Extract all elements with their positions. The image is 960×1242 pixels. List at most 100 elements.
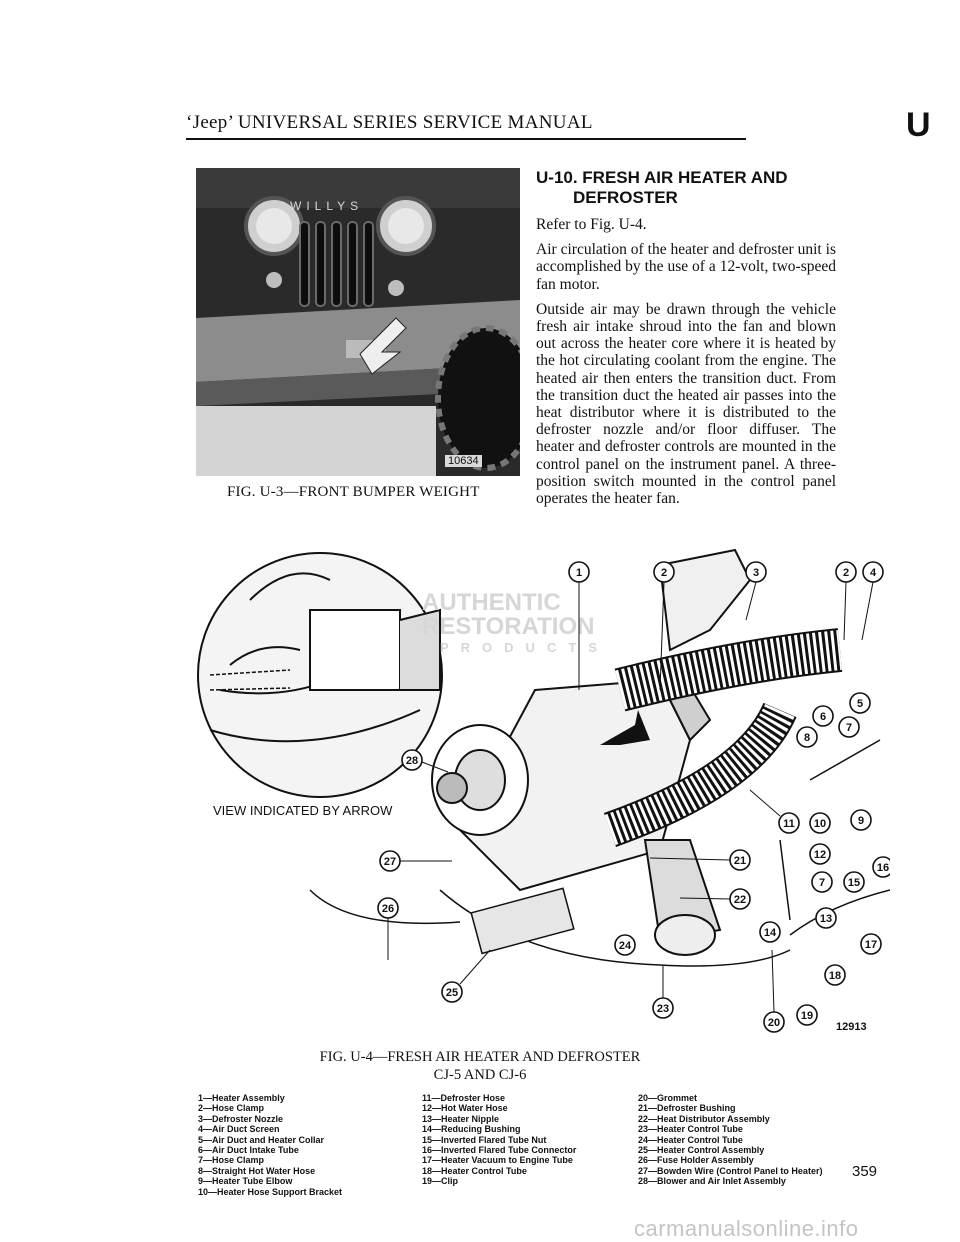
caption-line-1: FIG. U-4—FRESH AIR HEATER AND DEFROSTER <box>319 1049 641 1065</box>
legend-item: 16—Inverted Flared Tube Connector <box>422 1145 577 1156</box>
svg-text:13: 13 <box>820 913 832 925</box>
site-watermark: carmanualsonline.info <box>634 1216 859 1241</box>
svg-text:23: 23 <box>657 1003 669 1015</box>
callout-15: 15 <box>843 871 865 893</box>
legend-item: 1—Heater Assembly <box>198 1093 285 1103</box>
legend-item: 14—Reducing Bushing <box>422 1124 521 1135</box>
callout-22: 22 <box>679 888 751 910</box>
callout-14: 14 <box>759 921 781 943</box>
callout-11: 11 <box>749 789 800 834</box>
callout-6: 6 <box>812 705 834 727</box>
watermark-authentic: AUTHENTIC <box>422 589 561 616</box>
callout-26: 26 <box>377 897 399 960</box>
legend-item: 25—Heater Control Assembly <box>638 1145 765 1156</box>
svg-text:2: 2 <box>661 567 667 579</box>
legend-item: 9—Heater Tube Elbow <box>198 1176 293 1187</box>
svg-text:5: 5 <box>857 698 863 710</box>
callout-23: 23 <box>652 966 674 1019</box>
callout-8: 8 <box>796 726 818 748</box>
callout-16: 16 <box>872 856 894 878</box>
callout-28: 28 <box>401 749 449 773</box>
callout-27: 27 <box>379 850 452 872</box>
callout-4: 4 <box>861 561 884 641</box>
callout-9: 9 <box>850 809 872 831</box>
callout-3: 3 <box>745 561 767 621</box>
svg-text:19: 19 <box>801 1010 813 1022</box>
callout-18: 18 <box>824 964 846 986</box>
inset-label: VIEW INDICATED BY ARROW <box>213 803 393 818</box>
callouts: 1 2 3 2 4 5 6 7 8 9 10 11 12 7 13 14 15 … <box>377 561 894 1033</box>
legend-item: 4—Air Duct Screen <box>198 1124 280 1135</box>
svg-text:4: 4 <box>870 567 877 579</box>
svg-text:16: 16 <box>877 862 889 874</box>
callout-5: 5 <box>849 692 871 714</box>
svg-text:7: 7 <box>846 722 852 734</box>
svg-text:10: 10 <box>814 818 826 830</box>
callout-1: 1 <box>568 561 590 690</box>
figure-u3-caption: FIG. U-3—FRONT BUMPER WEIGHT <box>227 484 480 500</box>
exploded-view: AUTHENTIC RESTORATION PRODUCTS <box>197 548 894 1033</box>
svg-text:8: 8 <box>804 732 810 744</box>
legend-item: 13—Heater Nipple <box>422 1113 500 1124</box>
svg-text:15: 15 <box>848 877 860 889</box>
svg-text:6: 6 <box>820 711 826 723</box>
paragraph: Refer to Fig. U-4. <box>536 216 647 233</box>
svg-text:9: 9 <box>858 815 864 827</box>
legend-item: 8—Straight Hot Water Hose <box>198 1165 316 1176</box>
svg-text:11: 11 <box>783 818 795 830</box>
svg-text:27: 27 <box>384 856 396 868</box>
running-title: ‘Jeep’ UNIVERSAL SERIES SERVICE MANUAL <box>186 112 593 133</box>
svg-text:12: 12 <box>814 849 826 861</box>
svg-text:3: 3 <box>753 567 759 579</box>
callout-25: 25 <box>441 949 491 1003</box>
legend-item: 23—Heater Control Tube <box>638 1124 743 1135</box>
callout-12: 12 <box>809 843 831 865</box>
legend-item: 15—Inverted Flared Tube Nut <box>422 1134 547 1145</box>
callout-20: 20 <box>763 949 785 1033</box>
caption-line-2: CJ-5 AND CJ-6 <box>433 1067 527 1083</box>
legend-item: 3—Defroster Nozzle <box>198 1113 284 1124</box>
figure-number: 12913 <box>836 1021 867 1033</box>
callout-7: 7 <box>838 716 860 738</box>
svg-text:21: 21 <box>734 855 746 867</box>
heading-line-1: U-10. FRESH AIR HEATER AND <box>536 168 788 187</box>
svg-text:18: 18 <box>829 970 841 982</box>
legend-item: 11—Defroster Hose <box>422 1093 506 1103</box>
svg-text:20: 20 <box>768 1017 780 1029</box>
callout-2: 2 <box>653 561 675 691</box>
legend-item: 6—Air Duct Intake Tube <box>198 1145 299 1156</box>
legend-item: 19—Clip <box>422 1176 459 1187</box>
callout-19: 19 <box>796 1004 818 1026</box>
section-u10: U-10. FRESH AIR HEATER AND DEFROSTER Ref… <box>536 168 836 507</box>
svg-text:14: 14 <box>764 927 777 939</box>
svg-text:28: 28 <box>406 755 418 767</box>
watermark-restoration: RESTORATION <box>422 613 594 640</box>
heading-line-2: DEFROSTER <box>573 188 678 207</box>
callout-13: 13 <box>815 907 837 929</box>
svg-text:26: 26 <box>382 903 394 915</box>
page-header: ‘Jeep’ UNIVERSAL SERIES SERVICE MANUAL U <box>186 106 931 144</box>
heater-defroster-diagram: AUTHENTIC RESTORATION PRODUCTS <box>190 540 894 1040</box>
svg-text:22: 22 <box>734 894 746 906</box>
legend-item: 12—Hot Water Hose <box>422 1103 508 1114</box>
svg-text:25: 25 <box>446 987 458 999</box>
legend-item: 10—Heater Hose Support Bracket <box>198 1186 343 1197</box>
svg-text:7: 7 <box>819 877 825 889</box>
legend-item: 28—Blower and Air Inlet Assembly <box>638 1176 786 1187</box>
legend-item: 22—Heat Distributor Assembly <box>638 1113 770 1124</box>
grille-lettering: WILLYS <box>290 199 363 213</box>
callout-17: 17 <box>860 933 882 955</box>
legend-item: 17—Heater Vacuum to Engine Tube <box>422 1155 573 1166</box>
legend-item: 20—Grommet <box>638 1093 698 1103</box>
legend-item: 5—Air Duct and Heater Collar <box>198 1134 325 1145</box>
legend-item: 21—Defroster Bushing <box>638 1103 736 1114</box>
jeep-front-illustration: WILLYS <box>196 168 520 476</box>
callout-10: 10 <box>809 812 831 834</box>
legend-item: 18—Heater Control Tube <box>422 1165 527 1176</box>
paragraph: Air circulation of the heater and defros… <box>536 241 836 293</box>
photo-number: 10634 <box>445 455 482 467</box>
legend-item: 27—Bowden Wire (Control Panel to Heater) <box>638 1165 823 1176</box>
